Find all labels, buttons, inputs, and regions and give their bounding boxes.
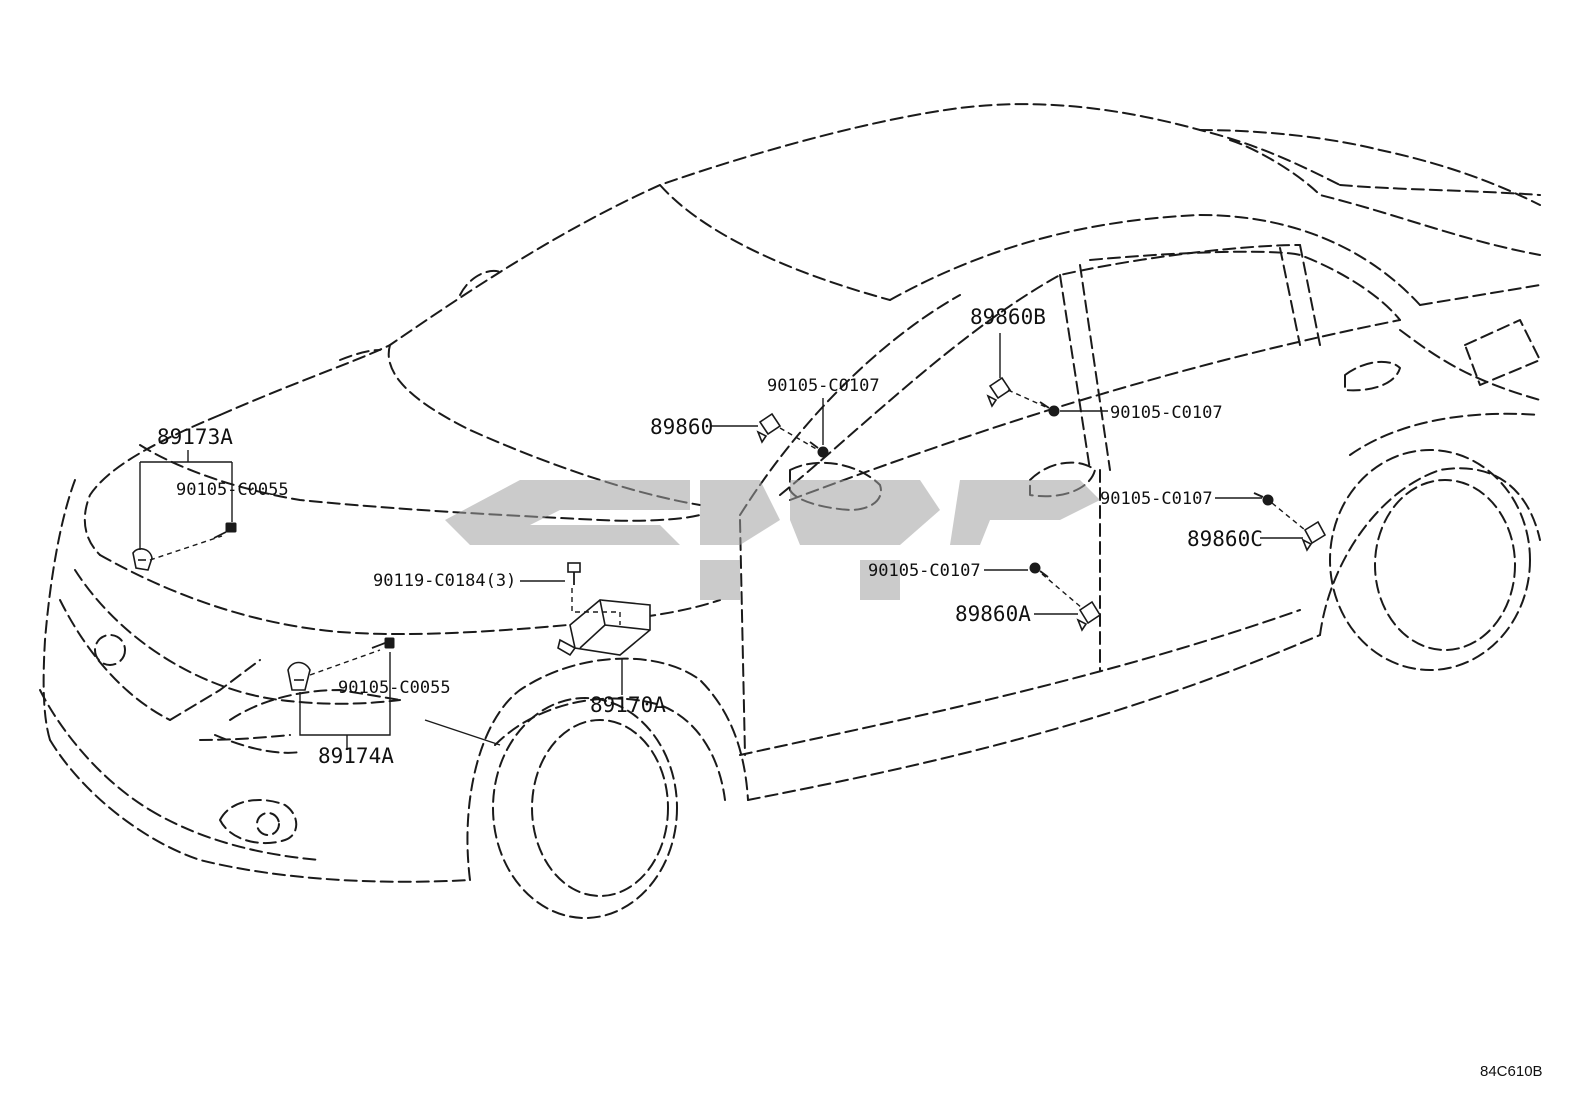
bolt-90105-C0107-mirror-icon[interactable] [809, 441, 829, 458]
callout-labels: 89173A 90105-C0055 90119-C0184(3) 90105-… [157, 305, 1263, 768]
label-90105-C0107-rear: 90105-C0107 [1100, 489, 1213, 509]
bolt-90105-C0055-top-icon[interactable] [213, 522, 237, 539]
label-89860C: 89860C [1187, 527, 1263, 551]
label-89860A: 89860A [955, 602, 1031, 626]
bolt-90105-C0107-pillar-icon[interactable] [1039, 401, 1060, 417]
watermark-logo [445, 480, 1100, 600]
leader-lines [139, 333, 1306, 750]
label-89860: 89860 [650, 415, 713, 439]
sensor-89860A-icon[interactable] [1076, 600, 1102, 632]
bolt-90105-C0107-rear-icon[interactable] [1253, 492, 1274, 506]
sensor-89174A-icon[interactable] [287, 661, 311, 691]
sensor-89173A-icon[interactable] [132, 548, 153, 571]
bolt-90105-C0107-front-door-icon[interactable] [1029, 562, 1049, 578]
label-90105-C0107-mirror: 90105-C0107 [767, 376, 880, 396]
label-90119-C0184: 90119-C0184(3) [373, 571, 516, 591]
label-90105-C0055-top: 90105-C0055 [176, 480, 289, 500]
sensor-89860B-icon[interactable] [986, 376, 1012, 408]
label-89174A: 89174A [318, 744, 394, 768]
label-89170A: 89170A [590, 693, 666, 717]
bolt-90105-C0055-bottom-icon[interactable] [371, 637, 395, 649]
bolt-90119-C0184-icon[interactable] [567, 562, 581, 585]
label-89173A: 89173A [157, 425, 233, 449]
label-90105-C0107-pillar: 90105-C0107 [1110, 403, 1223, 423]
label-89860B: 89860B [970, 305, 1046, 329]
label-90105-C0107-front-door: 90105-C0107 [868, 561, 981, 581]
airbag-ecu-89170A-icon[interactable] [557, 599, 651, 657]
car-outline [39, 103, 1541, 919]
sensor-89860C-icon[interactable] [1301, 520, 1327, 552]
label-90105-C0055-bottom: 90105-C0055 [338, 678, 451, 698]
diagram-reference-code: 84C610B [1480, 1063, 1543, 1080]
sensor-89860-icon[interactable] [756, 412, 782, 444]
